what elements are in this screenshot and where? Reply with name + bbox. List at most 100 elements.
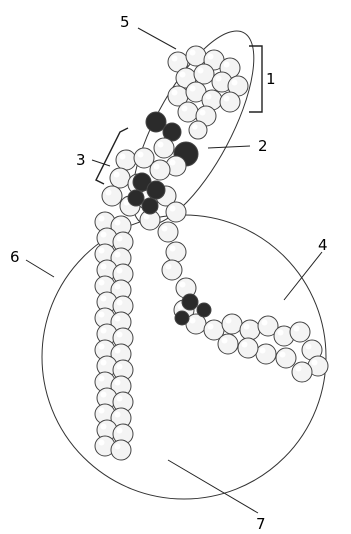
light-atom [240,320,260,340]
atom-highlight [260,348,266,354]
light-atom [220,92,240,112]
atom-highlight [198,68,204,74]
atom-highlight [101,424,107,430]
atom-highlight [101,232,107,238]
atom-highlight [262,320,268,326]
atom-highlight [208,324,214,330]
atom-highlight [226,318,232,324]
atom-highlight [115,380,121,386]
atom-highlight [296,366,302,372]
dark-atom [182,294,198,310]
label-2: 2 [258,137,268,155]
atom-highlight [99,216,105,222]
light-atom [166,242,186,262]
atom-highlight [206,94,212,100]
atom-highlight [280,352,286,358]
label-7: 7 [256,515,266,533]
light-atom [194,64,214,84]
atom-highlight [208,54,214,60]
light-atom [154,138,174,158]
atom-highlight [115,284,121,290]
atom-highlight [224,96,230,102]
light-atom [178,102,198,122]
atom-highlight [222,338,228,344]
atom-highlight [170,206,176,212]
light-atom [292,362,312,382]
atom-highlight [224,62,230,68]
atom-highlight [106,190,112,196]
leader-6 [26,260,54,277]
atom-highlight [115,412,121,418]
atom-highlight [154,164,160,170]
light-atom [110,168,130,188]
atom-highlight [101,328,107,334]
atom-highlight [99,248,105,254]
dark-atom [147,181,165,199]
atom-highlight [306,344,312,350]
atom-highlight [101,296,107,302]
atom-highlight [115,220,121,226]
atom-highlight [99,344,105,350]
atom-highlight [200,110,206,116]
leader-2 [208,146,250,148]
atom-highlight [278,330,284,336]
light-atom [276,348,296,368]
atom-highlight [115,252,121,258]
atom-highlight [312,360,318,366]
leader-5 [138,28,176,49]
atom-highlight [117,428,123,434]
light-atom [150,160,170,180]
light-atom [256,344,276,364]
light-atom [111,440,131,460]
atom-highlight [182,106,188,112]
light-atom [186,46,206,66]
light-atom [222,314,242,334]
light-atom [116,150,136,170]
bracket-1 [249,46,262,112]
atom-highlight [166,264,172,270]
leader-7 [168,460,258,513]
atom-highlight [117,364,123,370]
dark-atom [175,311,189,325]
atom-highlight [117,332,123,338]
atom-highlight [192,124,197,129]
atom-highlight [172,90,178,96]
light-atom [238,338,258,358]
atom-highlight [244,324,250,330]
light-atom [158,222,178,242]
atom-highlight [101,264,107,270]
atom-highlight [120,154,126,160]
atom-highlight [190,318,196,324]
atom-highlight [101,360,107,366]
label-6: 6 [10,248,20,266]
atom-highlight [114,172,120,178]
light-atom [102,186,122,206]
atom-highlight [180,72,186,78]
atom-highlight [216,76,222,82]
atom-highlight [190,50,196,56]
atom-highlight [172,56,178,62]
leader-4 [284,252,322,300]
light-atom [189,121,207,139]
light-atom [162,260,182,280]
atom-highlight [117,300,123,306]
atom-highlight [138,152,144,158]
light-atom [166,202,186,222]
atom-highlight [99,280,105,286]
atom-highlight [117,268,123,274]
label-5: 5 [120,13,130,31]
atom-highlight [117,396,123,402]
atom-highlight [99,312,105,318]
label-1: 1 [266,70,276,88]
atom-highlight [101,392,107,398]
space-filling-atoms [95,46,328,460]
atom-highlight [99,408,105,414]
atom-highlight [99,376,105,382]
atom-highlight [115,444,121,450]
atom-highlight [99,440,105,446]
atom-highlight [180,282,186,288]
label-4: 4 [318,236,328,254]
atom-highlight [115,348,121,354]
atom-highlight [232,80,238,86]
